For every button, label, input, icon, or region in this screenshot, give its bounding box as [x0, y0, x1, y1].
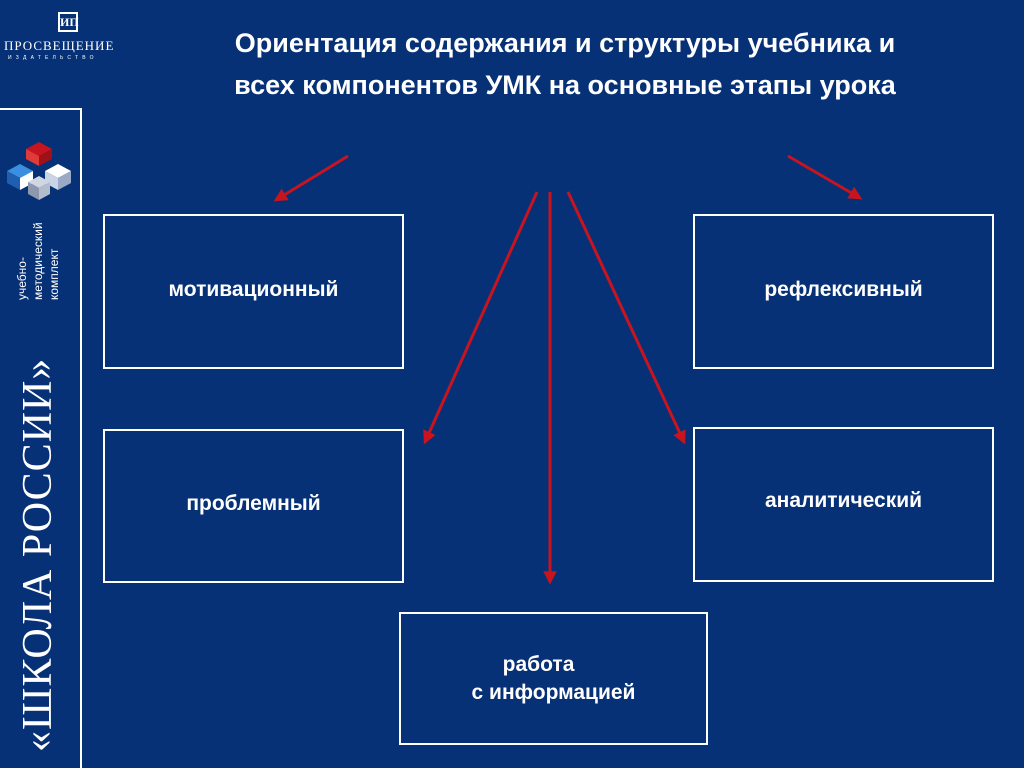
sidebar: ИП ПРОСВЕЩЕНИЕ ИЗДАТЕЛЬСТВО учебно- мето… — [0, 0, 113, 768]
stage-box-analytical: аналитический — [693, 427, 994, 582]
page-title: Ориентация содержания и структуры учебни… — [234, 28, 896, 100]
stage-label-analytical: аналитический — [764, 488, 923, 512]
stage-box-motivational: мотивационный — [103, 214, 404, 369]
publisher-name: ПРОСВЕЩЕНИЕ — [4, 38, 115, 53]
sidebar-divider-vertical — [80, 108, 82, 768]
arrow-to-problem — [423, 191, 539, 445]
stage-label-motivational: мотивационный — [168, 277, 339, 301]
stage-box-info: работа с информацией — [399, 612, 708, 745]
arrow-to-analytical — [566, 191, 686, 445]
stage-label-problem: проблемный — [186, 492, 321, 515]
sidebar-divider-horizontal — [0, 108, 80, 110]
stage-box-reflexive: рефлексивный — [693, 214, 994, 369]
publisher-logo-icon: ИП — [58, 12, 79, 32]
stage-label-info-line1: работа — [502, 652, 575, 676]
stage-box-problem: проблемный — [103, 429, 404, 583]
stage-label-info-line2: с информацией — [471, 680, 636, 704]
arrow-to-motivational — [273, 154, 349, 202]
arrow-to-reflexive — [787, 154, 863, 200]
publisher-subtitle: ИЗДАТЕЛЬСТВО — [8, 55, 98, 61]
umk-cubes-logo-icon — [7, 142, 71, 200]
stage-label-reflexive: рефлексивный — [764, 277, 923, 301]
